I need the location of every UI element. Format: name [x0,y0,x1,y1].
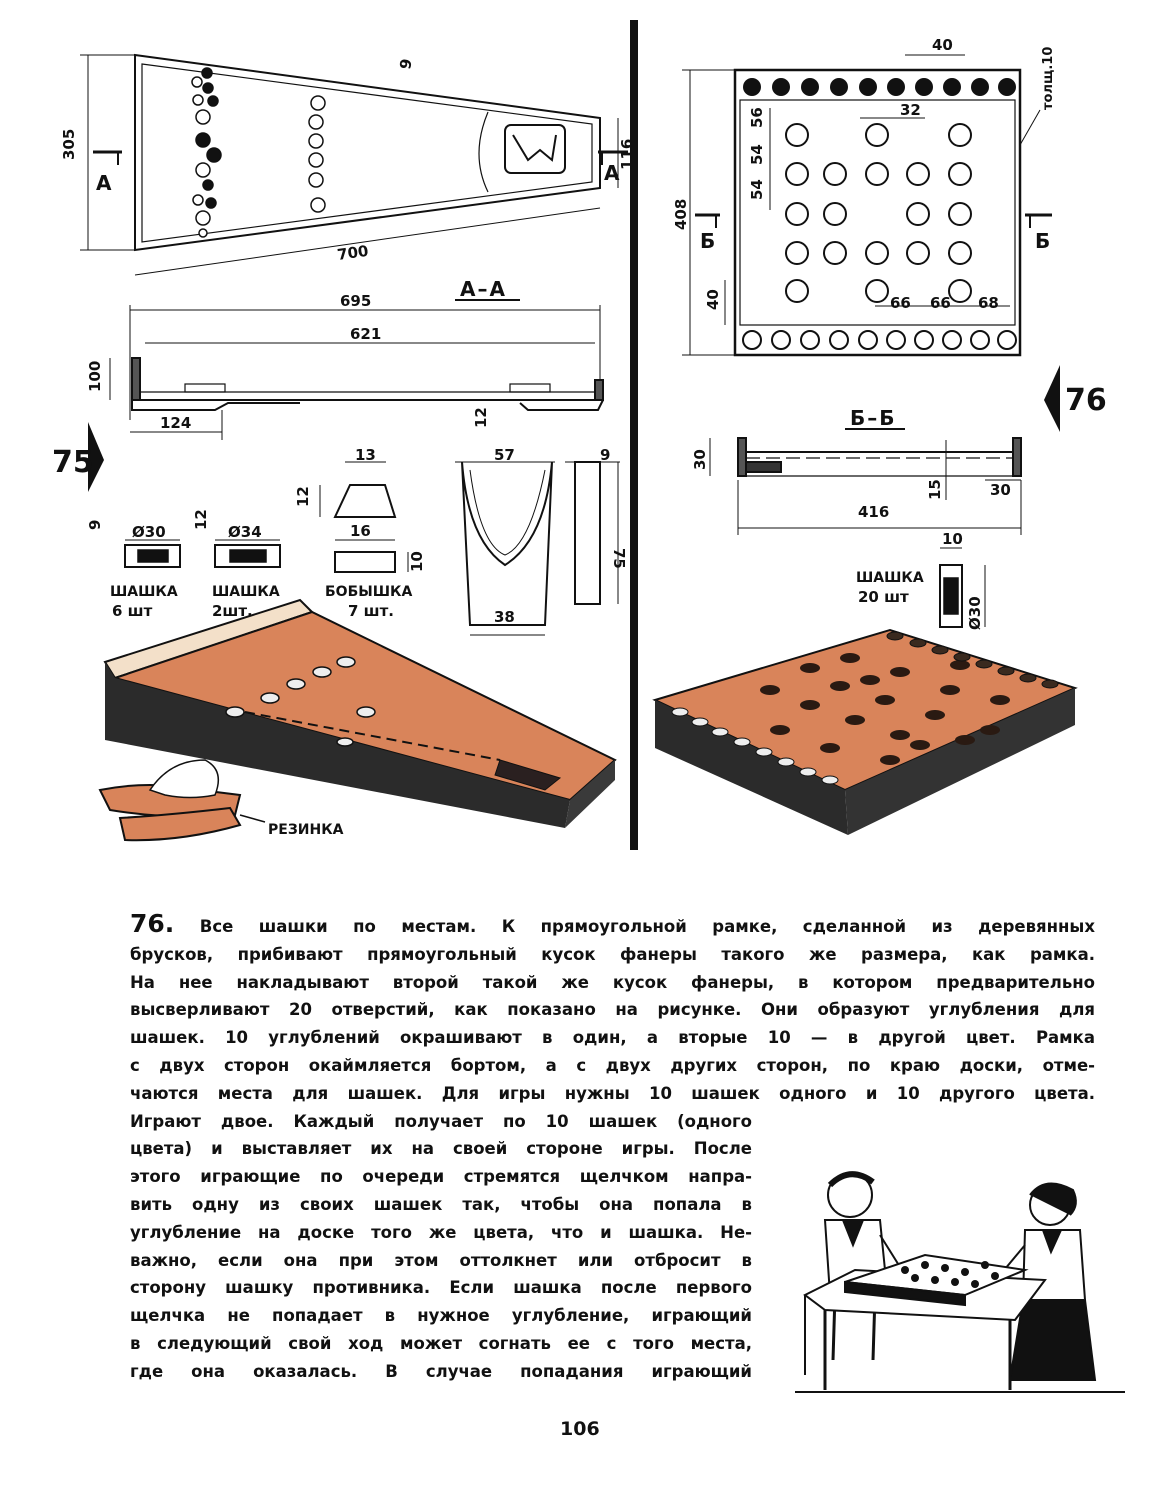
checker6-dia: Ø30 [132,523,166,541]
dim-408: 408 [672,199,690,230]
article-line: цвета) и выставляет их на своей стороне … [130,1139,752,1159]
fig76-board-illustration [652,628,1078,835]
sling-top: 57 [494,446,515,464]
fig76-checker-label2: 20 шт [858,588,909,606]
fig76-checker-drawing [939,547,986,628]
checker6-label2: 6 шт [112,602,153,620]
checker6-label1: ШАШКА [110,584,178,600]
section-b-right: Б [1035,229,1052,253]
fig75-plan-view [80,53,628,276]
dim-116: 116 [618,139,636,170]
section-bb-title: Б–Б [850,406,897,430]
fig76-marker: 76 [1065,383,1107,418]
dim-621: 621 [350,325,381,343]
dim-40: 40 [704,289,722,310]
article-line: шашек. 10 углублений окрашивают в один, … [130,1028,1095,1048]
figures-drawing: 305 700 9 116 А А А–А 695 621 100 124 12… [52,20,1107,850]
article-line: с двух сторон окаймляется бортом, а с дв… [130,1055,1095,1075]
sling-bottom: 38 [494,608,515,626]
players-illustration [795,1171,1125,1393]
dim-700: 700 [336,242,370,264]
dim-bb-30b: 30 [990,481,1011,499]
article-line-text: Все шашки по местам. К прямоугольной рам… [199,917,1095,936]
dim-124: 124 [160,414,191,432]
thickness-label: толщ.10 [1041,47,1056,110]
article-line: вить одну из своих шашек так, чтобы она … [130,1194,752,1214]
article-line: в следующий свой ход может согнать ее с … [130,1333,752,1353]
fig75-pieces [124,461,620,636]
article-line: Играют двое. Каждый получает по 10 шашек… [130,1111,752,1131]
checker6-h: 9 [86,520,104,530]
boss-label2: 7 шт. [348,602,394,620]
dim-100: 100 [86,361,104,392]
article-text: 76. Все шашки по местам. К прямоугольной… [130,910,1095,1386]
article-line: щелчка не попадает в нужное углубление, … [130,1306,752,1326]
article-line: чаются места для шашек. Для игры нужны 1… [130,1083,1095,1103]
fig76-plan-view [682,54,1052,357]
fig76-edge-checkers-bottom [742,330,1017,350]
dim-15: 15 [926,479,944,500]
fig75-marker: 75 [52,445,94,480]
dim-12: 12 [472,407,490,428]
dim-695: 695 [340,292,371,310]
sling-h: 75 [610,548,628,569]
rubber-label: РЕЗИНКА [268,822,344,838]
boss-h: 12 [294,486,312,507]
fig76-edge-checkers-top [743,78,1016,96]
dim-305: 305 [60,129,78,160]
article-line: где она оказалась. В случае попадания иг… [130,1361,752,1381]
dim-bb-30: 30 [691,449,709,470]
dim-40-top: 40 [932,36,953,54]
article-number: 76. [130,909,175,938]
article-line: этого играющие по очереди стремятся щелч… [130,1167,752,1187]
boss-h2: 10 [408,551,426,572]
fig76-checker-label1: ШАШКА [856,570,924,586]
fig75-section-aa [109,305,604,440]
article-line: высверливают 20 отверстий, как показано … [130,1000,1095,1020]
fig75-board-illustration [103,598,617,828]
dim-32: 32 [900,101,921,119]
section-b-left: Б [700,229,717,253]
fig75-checker-marks [191,67,326,238]
article-line: сторону шашку противника. Если шашка пос… [130,1278,752,1298]
fig75-marker-arrow [88,422,104,492]
sling-t: 9 [600,446,610,464]
dim-56: 56 [748,107,766,128]
section-aa-title: А–А [460,277,507,301]
checker2-label2: 2шт. [212,602,253,620]
dim-416: 416 [858,503,889,521]
boss-top: 13 [355,446,376,464]
dim-9: 9 [396,57,416,70]
article-line: 76. Все шашки по местам. К прямоугольной… [130,910,1095,941]
section-a-left: А [96,171,113,195]
boss-bottom: 16 [350,522,371,540]
article-line: брусков, прибивают прямоугольный кусок ф… [130,944,1095,964]
fig76-holes [785,123,972,303]
dim-66a: 66 [890,294,911,312]
fig76-checker-d10: 10 [942,530,963,548]
boss-label1: БОБЫШКА [325,584,412,600]
dim-54a: 54 [748,144,766,165]
checker2-label1: ШАШКА [212,584,280,600]
dim-68: 68 [978,294,999,312]
checker2-dia: Ø34 [228,523,262,541]
article-line: важно, если она при этом оттолкнет или о… [130,1250,752,1270]
dim-66b: 66 [930,294,951,312]
page-number: 106 [560,1418,600,1440]
section-a-right: А [604,161,621,185]
article-line: углубление на доске того же цвета, что и… [130,1222,752,1242]
article-line: На нее накладывают второй такой же кусок… [130,972,1095,992]
fig76-checker-dia: Ø30 [966,596,984,630]
fig75-hand-illustration [98,759,266,842]
fig76-marker-arrow [1044,365,1060,432]
dim-54b: 54 [748,179,766,200]
fig76-section-bb [709,437,1022,535]
column-divider [630,20,638,850]
checker2-h: 12 [192,509,210,530]
